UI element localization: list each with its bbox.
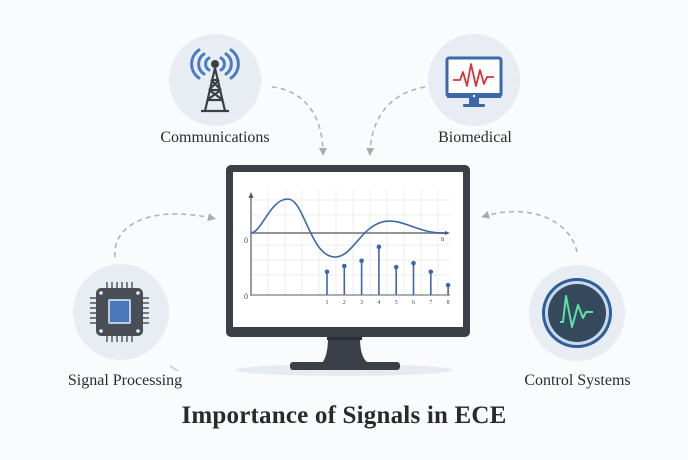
stem-point [376,244,382,250]
continuous-axis-end-label: n [441,235,445,243]
radio-tower-icon [190,48,240,113]
stem-index-label: 3 [360,300,363,306]
microchip-icon [90,282,149,342]
control-systems-label: Control Systems [524,372,631,389]
stem-point [428,269,434,275]
small-tick-mark [169,365,179,372]
page-title: Importance of Signals in ECE [181,402,507,429]
stem-index-label: 8 [447,300,450,306]
discrete-axis-zero-label: 0 [244,292,248,301]
arrow-signal-processing [114,213,216,258]
stem-point [359,258,364,264]
stem-index-label: 2 [343,300,346,306]
arrow-biomedical [366,86,426,156]
continuous-axis-zero-label: 0 [244,236,248,245]
stem-index-label: 6 [412,300,415,306]
communications-label: Communications [160,129,270,146]
signal-processing-label: Signal Processing [67,372,183,389]
stem-index-label: 4 [377,300,380,306]
stem-point [445,282,451,288]
arrow-communications [271,86,327,156]
stem-index-label: 5 [395,300,398,306]
central-monitor [226,165,470,376]
continuous-signal-curve [250,198,446,258]
stem-index-label: 7 [429,300,432,306]
stem-index-label: 1 [326,300,329,306]
signal-plot: 0 n 0 1 2 3 4 5 6 7 8 [244,190,451,306]
connector-arrows [114,86,578,258]
stem-point [393,264,399,270]
arrow-control-systems [481,210,578,253]
discrete-signal-stems: 1 2 3 4 5 6 7 8 [324,244,451,306]
ecg-monitor-icon [445,56,503,107]
stem-point [324,269,330,275]
stem-point [342,263,347,269]
biomedical-label: Biomedical [438,129,512,146]
waveform-gauge-icon [542,278,612,348]
stem-point [411,260,416,266]
